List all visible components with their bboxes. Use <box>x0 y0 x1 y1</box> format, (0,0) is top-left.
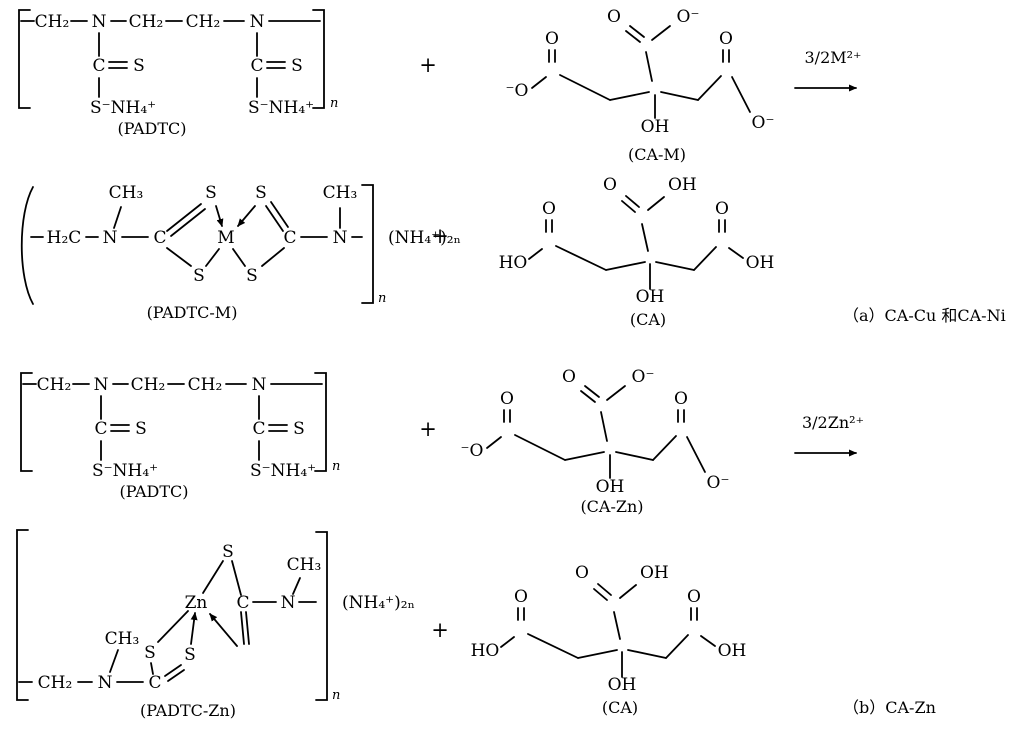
group-nh4-2n: (NH₄⁺)₂ₙ <box>342 593 415 613</box>
ca-instance-1 <box>497 174 776 330</box>
atom-s: S <box>255 183 267 203</box>
padtc-instance-2 <box>20 372 342 502</box>
atom-n: N <box>103 228 118 248</box>
padtc-zn-structure: CH₂ N CH₃ C S S Zn S C N CH₃ (NH₄⁺)₂ₙ n … <box>16 529 415 720</box>
caption-b: （b）CA-Zn <box>843 698 936 717</box>
plus-sign: + <box>419 53 437 77</box>
atom-n: N <box>281 593 296 613</box>
label-ca-m: (CA-M) <box>628 145 686 164</box>
atom-ch3: CH₃ <box>109 183 144 203</box>
atom-s: S <box>193 266 205 286</box>
plus-sign: + <box>419 417 437 441</box>
ca-m-instance <box>504 6 776 138</box>
atom-h2c: H₂C <box>47 228 82 248</box>
atom-m: M <box>217 228 234 248</box>
atom-s: S <box>144 643 156 663</box>
atom-zn: Zn <box>185 593 208 613</box>
atom-c: C <box>153 228 166 248</box>
atom-s: S <box>222 542 234 562</box>
padtc-zn-bonds <box>16 529 328 701</box>
atom-c: C <box>236 593 249 613</box>
atom-s: S <box>246 266 258 286</box>
condition-a: 3/2M²⁺ <box>805 48 862 67</box>
atom-n: N <box>333 228 348 248</box>
plus-sign: + <box>431 224 449 248</box>
atom-n: N <box>98 673 113 693</box>
atom-ch2: CH₂ <box>38 673 73 693</box>
caption-a: （a）CA-Cu 和CA-Ni <box>843 306 1006 325</box>
label-ca-zn: (CA-Zn) <box>580 497 643 516</box>
condition-b: 3/2Zn²⁺ <box>802 413 864 432</box>
subscript-n: n <box>332 688 340 703</box>
padtc-m-structure: H₂C N CH₃ C S S M S C S N CH₃ (NH₄⁺)₂ₙ n… <box>20 183 461 322</box>
label-padtc-m: (PADTC-M) <box>147 303 238 322</box>
ca-instance-2 <box>469 562 748 718</box>
atom-ch3: CH₃ <box>287 555 322 575</box>
atom-ch3: CH₃ <box>323 183 358 203</box>
group-nh4-2n: (NH₄⁺)₂ₙ <box>388 228 461 248</box>
plus-sign: + <box>431 618 449 642</box>
atom-c: C <box>148 673 161 693</box>
atom-c: C <box>283 228 296 248</box>
ca-zn-instance <box>459 366 731 498</box>
padtc-m-bonds <box>20 184 374 305</box>
padtc-instance-1 <box>18 9 340 139</box>
label-padtc-zn: (PADTC-Zn) <box>140 701 236 720</box>
subscript-n: n <box>378 291 386 306</box>
atom-s: S <box>184 645 196 665</box>
atom-s: S <box>205 183 217 203</box>
atom-ch3: CH₃ <box>105 629 140 649</box>
